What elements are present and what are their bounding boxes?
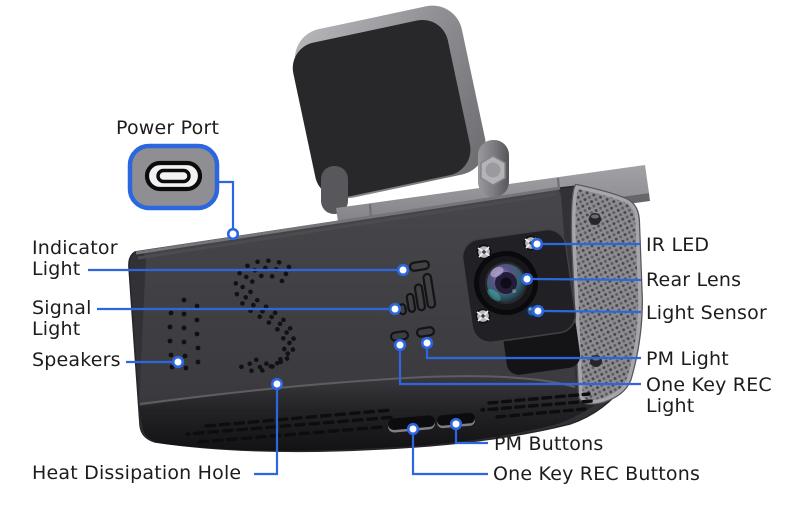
callout-line-rear-lens bbox=[532, 277, 642, 282]
side-mesh-panel bbox=[570, 183, 644, 405]
rear-lens-glass bbox=[474, 251, 538, 315]
label-speakers: Speakers bbox=[32, 349, 121, 371]
marker-speakers bbox=[171, 355, 185, 369]
speaker-holes bbox=[167, 297, 201, 371]
callout-line-one-key-rec-light bbox=[398, 351, 641, 386]
marker-power-port bbox=[226, 227, 240, 241]
body-top-edge-highlight bbox=[135, 186, 561, 255]
callout-line-one-key-rec-buttons bbox=[411, 435, 488, 476]
label-power-port: Power Port bbox=[116, 117, 220, 139]
callout-markers bbox=[171, 227, 545, 436]
marker-pm-buttons bbox=[449, 417, 463, 431]
callout-line-pm-buttons bbox=[454, 430, 488, 445]
bottom-vent-holes bbox=[185, 392, 594, 444]
callout-line-heat-dissipation bbox=[254, 390, 279, 476]
body-front-face bbox=[139, 188, 576, 406]
label-ir-led: IR LED bbox=[646, 234, 710, 256]
label-pm-light: PM Light bbox=[646, 348, 729, 370]
marker-ir-led bbox=[530, 237, 544, 251]
mount-hinge bbox=[478, 140, 509, 197]
bracket-face bbox=[292, 19, 471, 198]
label-one-key-rec-buttons: One Key REC Buttons bbox=[493, 463, 701, 485]
marker-heat-dissipation bbox=[270, 377, 284, 391]
pm-light-slot bbox=[415, 326, 436, 338]
ir-led-bottom-left bbox=[475, 308, 491, 324]
marker-one-key-rec-buttons bbox=[406, 422, 420, 436]
label-heat-dissipation-hole: Heat Dissipation Hole bbox=[32, 462, 242, 484]
marker-rear-lens bbox=[520, 272, 534, 286]
label-one-key-rec-light: One Key REC Light bbox=[646, 374, 772, 418]
marker-light-sensor bbox=[531, 304, 545, 318]
ir-led-top-left bbox=[476, 244, 492, 260]
usb-c-port-icon bbox=[144, 160, 203, 192]
callout-line-light-sensor bbox=[543, 309, 642, 314]
heat-dissipation-holes bbox=[233, 258, 297, 374]
power-port-badge bbox=[127, 143, 220, 211]
label-pm-buttons: PM Buttons bbox=[494, 433, 604, 455]
marker-pm-light bbox=[420, 336, 434, 350]
label-indicator-light: Indicator Light bbox=[32, 237, 118, 281]
marker-signal-light bbox=[388, 302, 402, 316]
label-rear-lens: Rear Lens bbox=[646, 269, 742, 291]
label-signal-light: Signal Light bbox=[32, 297, 92, 341]
callout-lines bbox=[88, 180, 642, 476]
callout-line-power-port bbox=[217, 180, 235, 230]
indicator-light-slot bbox=[408, 259, 431, 272]
marker-one-key-rec-light bbox=[393, 338, 407, 352]
callout-line-pm-light bbox=[425, 349, 641, 360]
one-key-rec-button bbox=[388, 415, 435, 431]
marker-indicator-light bbox=[396, 263, 410, 277]
label-light-sensor: Light Sensor bbox=[646, 302, 767, 324]
mount-left-cylinder bbox=[321, 166, 348, 214]
